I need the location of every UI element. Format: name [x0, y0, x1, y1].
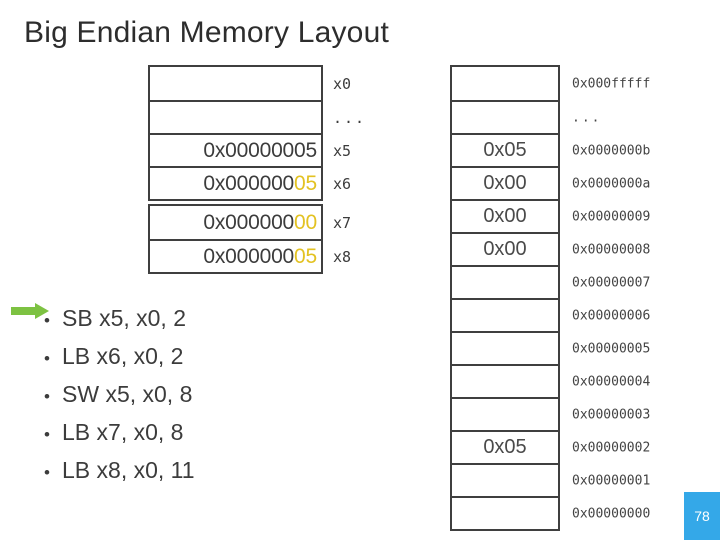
- memory-cell-value: 0x00: [483, 172, 527, 194]
- register-label: x5: [333, 141, 352, 160]
- bullet-icon: •: [44, 463, 50, 482]
- register-value: 0x00000000: [203, 210, 317, 234]
- page-number-badge: 78: [684, 492, 720, 540]
- memory-row: 0x05 0x0000000b: [452, 133, 650, 166]
- memory-cell-value: 0x05: [483, 436, 527, 458]
- memory-row: ...: [452, 100, 599, 133]
- instruction-text: SB x5, x0, 2: [62, 305, 187, 331]
- memory-row: 0x00 0x00000008: [452, 232, 650, 265]
- memory-address-label: 0x00000002: [572, 440, 651, 455]
- memory-address-label: 0x00000001: [572, 473, 651, 488]
- memory-row: 0x00000000: [452, 496, 650, 529]
- memory-row: 0x00000007: [452, 265, 650, 298]
- memory-table: 0x000fffff... 0x05 0x0000000b 0x00 0x0000000…: [450, 65, 650, 531]
- instruction-text: LB x6, x0, 2: [62, 343, 184, 369]
- bullet-icon: •: [44, 387, 50, 406]
- register-value: 0x00000005: [203, 171, 317, 195]
- register-row: 0x00000005 x8: [150, 239, 351, 272]
- register-label: x7: [333, 213, 352, 232]
- register-value-highlight: 05: [294, 244, 317, 268]
- memory-address-label: 0x0000000b: [572, 143, 651, 158]
- memory-row: 0x00 0x0000000a: [452, 166, 650, 199]
- memory-address-label: ...: [572, 110, 602, 125]
- current-instruction-arrow-icon: [11, 303, 49, 319]
- memory-row: 0x000fffff: [452, 67, 650, 100]
- register-row: 0x00000005 x6: [150, 166, 351, 199]
- instruction-item: • LB x7, x0, 8: [44, 419, 195, 457]
- register-row: 0x00000000 x7: [150, 206, 351, 239]
- instruction-item: • SW x5, x0, 8: [44, 381, 195, 419]
- memory-address-label: 0x00000004: [572, 374, 651, 389]
- memory-address-label: 0x00000009: [572, 209, 651, 224]
- memory-address-label: 0x000fffff: [572, 76, 651, 91]
- memory-address-label: 0x00000000: [572, 506, 651, 521]
- memory-address-label: 0x00000006: [572, 308, 651, 323]
- memory-address-label: 0x00000005: [572, 341, 651, 356]
- memory-address-label: 0x00000007: [572, 275, 651, 290]
- bullet-icon: •: [44, 425, 50, 444]
- register-value: 0x00000005: [203, 244, 317, 268]
- register-label: x8: [333, 247, 352, 266]
- memory-row: 0x00 0x00000009: [452, 199, 650, 232]
- register-label: ...: [333, 108, 367, 127]
- page-title: Big Endian Memory Layout: [24, 16, 389, 49]
- instruction-item: • SB x5, x0, 2: [44, 305, 195, 343]
- instruction-text: LB x8, x0, 11: [62, 457, 195, 483]
- memory-address-label: 0x00000003: [572, 407, 651, 422]
- register-value-highlight: 05: [294, 171, 317, 195]
- memory-cell-value: 0x05: [483, 139, 527, 161]
- register-value: 0x00000005: [203, 138, 317, 162]
- memory-cell-value: 0x00: [483, 205, 527, 227]
- memory-row: 0x00000004: [452, 364, 650, 397]
- register-group: x0... 0x00000005 x5 0x00000005 x6: [148, 65, 364, 201]
- memory-cell-value: 0x00: [483, 238, 527, 260]
- memory-address-label: 0x0000000a: [572, 176, 651, 191]
- memory-address-label: 0x00000008: [572, 242, 651, 257]
- register-label: x0: [333, 74, 352, 93]
- memory-row: 0x00000006: [452, 298, 650, 331]
- instruction-text: LB x7, x0, 8: [62, 419, 184, 445]
- register-row: ...: [150, 100, 364, 133]
- instruction-item: • LB x8, x0, 11: [44, 457, 195, 495]
- bullet-icon: •: [44, 311, 50, 330]
- instruction-list: •SB x5, x0, 2•LB x6, x0, 2•SW x5, x0, 8•…: [44, 305, 195, 495]
- instruction-text: SW x5, x0, 8: [62, 381, 193, 407]
- instruction-item: • LB x6, x0, 2: [44, 343, 195, 381]
- register-label: x6: [333, 174, 352, 193]
- register-table: x0... 0x00000005 x5 0x00000005 x6 0x00000000 x…: [148, 65, 364, 274]
- register-group: 0x00000000 x7 0x00000005 x8: [148, 204, 351, 274]
- register-row: 0x00000005 x5: [150, 133, 351, 166]
- memory-row: 0x00000001: [452, 463, 650, 496]
- memory-row: 0x05 0x00000002: [452, 430, 650, 463]
- memory-row: 0x00000005: [452, 331, 650, 364]
- register-value-highlight: 00: [294, 210, 317, 234]
- bullet-icon: •: [44, 349, 50, 368]
- register-row: x0: [150, 67, 351, 100]
- memory-row: 0x00000003: [452, 397, 650, 430]
